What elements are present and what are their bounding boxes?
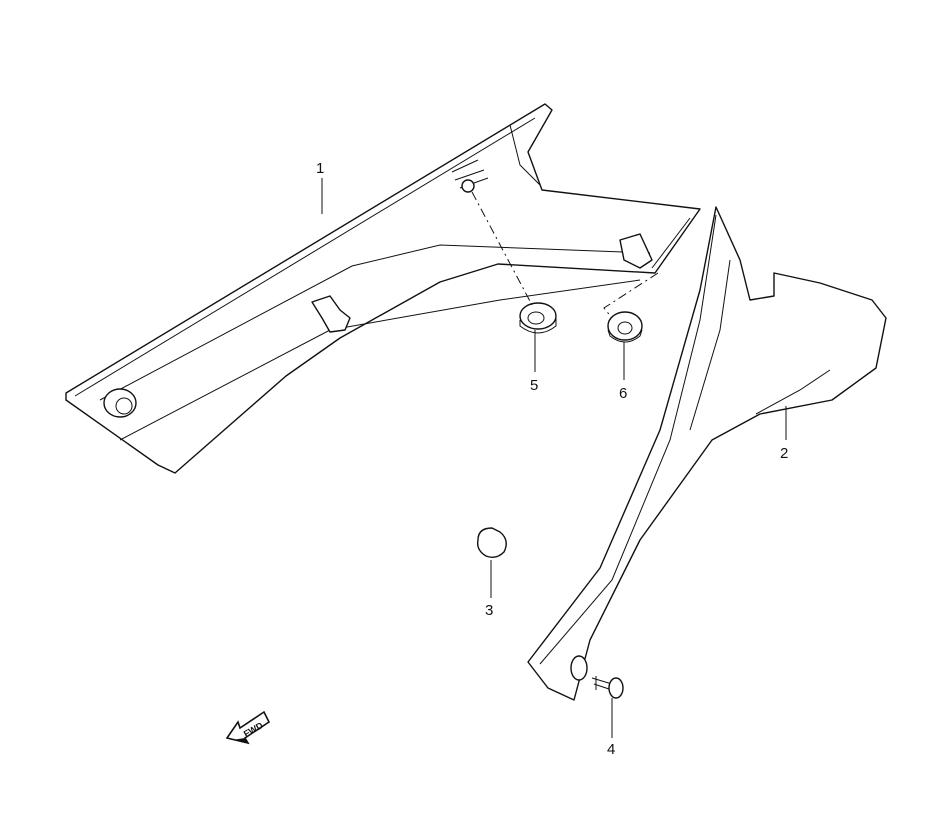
callout-3: 3 (485, 602, 493, 619)
grommet-6-part (607, 311, 643, 343)
grommet-5-part (519, 302, 557, 334)
fwd-arrow-icon: FWD (225, 710, 271, 745)
callout-4: 4 (607, 741, 615, 758)
callout-5: 5 (530, 377, 538, 394)
screw-4-part (591, 676, 624, 699)
frame-cover-left-part (65, 103, 701, 474)
assembly-lines (471, 191, 659, 319)
leader-lines (321, 178, 787, 738)
callout-1: 1 (316, 160, 324, 177)
frame-cover-right-part (527, 206, 887, 701)
callout-6: 6 (619, 385, 627, 402)
plug-3-part (476, 527, 507, 559)
callout-2: 2 (780, 445, 788, 462)
